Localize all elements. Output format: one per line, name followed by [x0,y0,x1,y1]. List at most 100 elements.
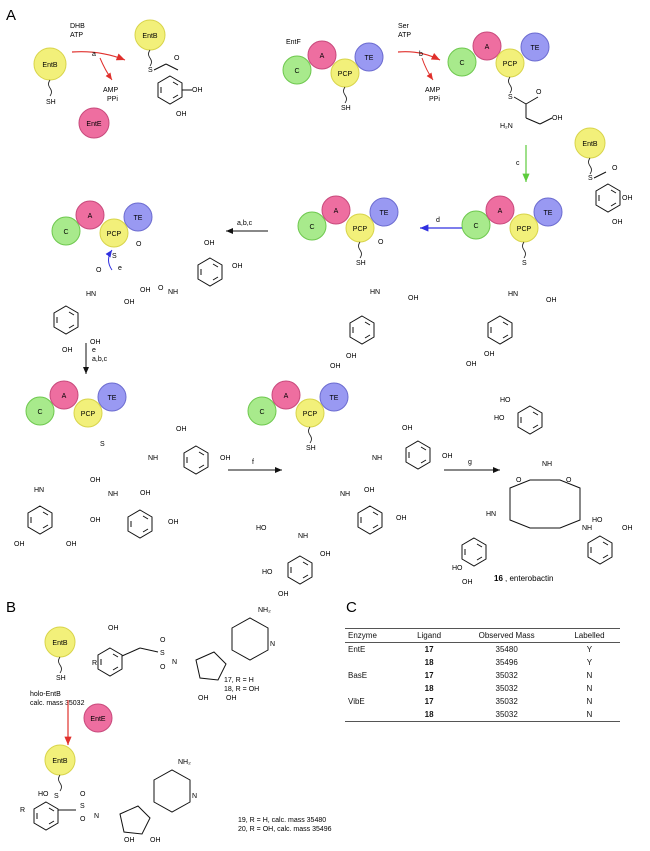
svg-text:NH: NH [108,491,118,498]
svg-text:HO: HO [262,569,273,576]
cell-mass: 35496 [495,658,518,667]
entf-intermediate-2: C A TE PCP SH O HN OH OH OH [297,195,419,370]
svg-text:HO: HO [452,565,463,572]
svg-text:HN: HN [86,291,96,298]
svg-text:O: O [136,241,142,248]
svg-text:S: S [100,441,105,448]
svg-text:OH: OH [226,695,237,702]
entb-dhb-donor: EntB S O OH OH [574,127,633,226]
svg-text:A: A [88,213,93,220]
cell-mass: 35032 [495,697,518,706]
svg-text:EntB: EntB [582,141,598,148]
svg-text:OH: OH [90,477,101,484]
svg-text:H₂N: H₂N [500,123,513,130]
svg-text:N: N [192,793,197,800]
svg-text:NH₂: NH₂ [258,607,271,614]
svg-text:OH: OH [204,240,215,247]
svg-text:TE: TE [544,210,553,217]
svg-text:OH: OH [192,87,203,94]
svg-text:A: A [485,44,490,51]
svg-text:SH: SH [341,105,351,112]
svg-text:N: N [270,641,275,648]
entf-release-intermediate: C A TE PCP SH NH OH OH NH OH OH HO NH HO… [247,380,453,598]
step-d: d [436,217,440,224]
cell-ligand: 17 [424,671,434,680]
svg-text:OH: OH [124,837,135,844]
entf-apo: C A TE PCP SH [282,40,384,112]
svg-text:NH: NH [340,491,350,498]
svg-text:O: O [536,89,542,96]
svg-text:C: C [259,409,264,416]
svg-text:PCP: PCP [517,226,532,233]
step-e: e [92,347,96,354]
entf-label: EntF [286,39,301,46]
cell-labelled: Y [586,658,593,667]
cell-enzyme: EntE [348,645,366,654]
cell-labelled: N [558,708,620,722]
arrow-a [71,51,126,61]
cell-enzyme: BasE [348,671,368,680]
table-row: EntE 17 35480 Y [345,643,620,657]
label-cmpd17: 17, R = H [224,677,254,684]
svg-text:OH: OH [364,487,375,494]
svg-text:O: O [612,165,618,172]
svg-text:OH: OH [108,625,119,632]
panel-a-label: A [6,7,16,24]
step-c: c [516,160,520,167]
step-e-inline: e [118,265,122,272]
byproduct-amp2: AMP [425,87,441,94]
cell-ligand: 18 [424,684,434,693]
table-row: 18 35032 N [345,708,620,722]
cell-mass: 35480 [495,645,518,654]
col-ligand: Ligand [403,628,455,643]
svg-text:HO: HO [592,517,603,524]
svg-text:PCP: PCP [81,411,96,418]
svg-text:EntE: EntE [90,716,106,723]
cell-labelled: N [586,671,593,680]
svg-text:S: S [112,253,117,260]
svg-text:OH: OH [622,195,633,202]
svg-text:HO: HO [494,415,505,422]
svg-text:C: C [63,229,68,236]
step-b: b [419,51,423,58]
entf-intermediate-1: C A TE PCP S HN OH OH OH [461,195,563,368]
svg-text:S: S [54,793,59,800]
col-labelled: Labelled [558,628,620,643]
cell-ligand: 17 [424,645,434,654]
svg-text:OH: OH [198,695,209,702]
svg-text:OH: OH [140,287,151,294]
svg-text:SH: SH [306,445,316,452]
svg-text:OH: OH [176,111,187,118]
step-a: a [92,51,96,58]
svg-text:OH: OH [546,297,557,304]
svg-text:A: A [320,53,325,60]
svg-text:NH₂: NH₂ [178,759,191,766]
cell-ligand: 18 [424,658,434,667]
svg-text:NH: NH [168,289,178,296]
svg-text:N: N [94,813,99,820]
entb-dhb-product: EntB S O OH OH [134,19,203,118]
svg-text:EntB: EntB [52,758,68,765]
svg-text:A: A [284,393,289,400]
svg-text:PCP: PCP [353,226,368,233]
reagent-ser: Ser [398,23,410,30]
svg-text:S: S [148,67,153,74]
svg-text:C: C [294,68,299,75]
enterobactin-name: , enterobactin [505,574,553,583]
ente-domain: EntE [78,107,110,139]
svg-text:NH: NH [582,525,592,532]
svg-text:PCP: PCP [303,411,318,418]
svg-text:S: S [160,650,165,657]
svg-text:O: O [158,285,164,292]
holo-entb-label: holo-EntB [30,691,61,698]
labelled-entb-19-20: EntB S HO R S O O N OH OH NH₂ N [20,744,197,844]
label-cmpd20: 20, R = OH, calc. mass 35496 [238,826,332,833]
svg-text:TE: TE [108,395,117,402]
svg-text:PCP: PCP [107,231,122,238]
step-f: f [252,459,254,466]
svg-text:OH: OH [622,525,633,532]
svg-text:C: C [459,60,464,67]
svg-text:EntB: EntB [42,62,58,69]
svg-text:O: O [378,239,384,246]
svg-text:OH: OH [552,115,563,122]
